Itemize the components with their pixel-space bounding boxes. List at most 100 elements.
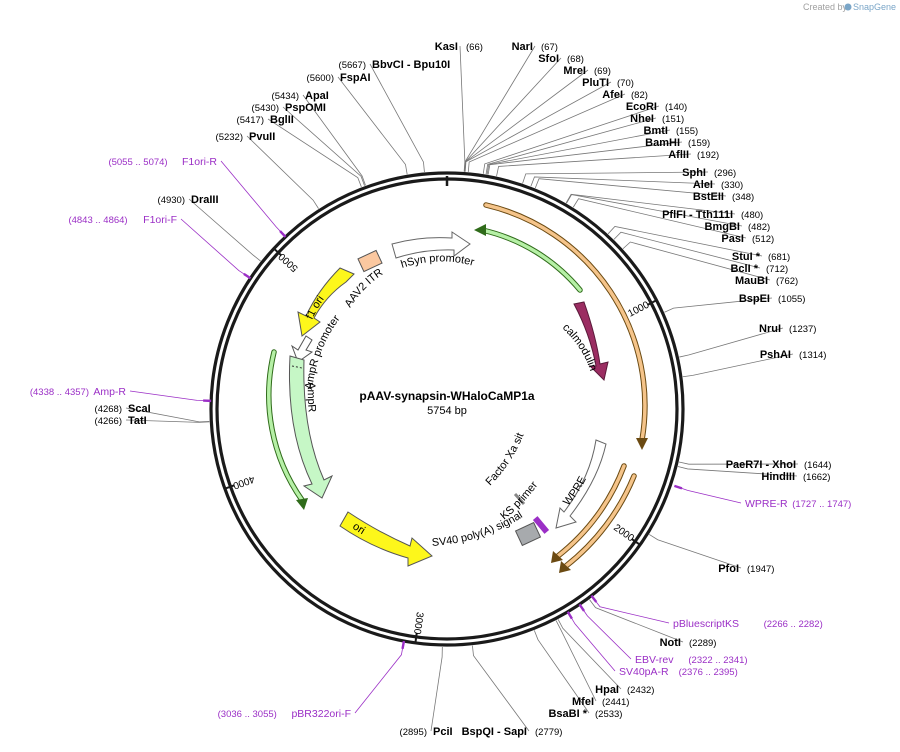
orf-band-lower-1-arrowhead: [551, 551, 563, 563]
site-afei[interactable]: AfeI(82): [602, 89, 648, 101]
site-pflfi-tth111i[interactable]: PflFI - Tth111I(480): [662, 209, 763, 221]
site-sfoi[interactable]: SfoI(68): [538, 53, 584, 65]
site-labels: KasI(66) NarI(67)SfoI(68)MreI(69)PluTI(70…: [30, 41, 852, 738]
site-sphi[interactable]: SphI(296): [682, 167, 736, 179]
site-position: (2779): [535, 727, 562, 738]
site-paer7i-xhoi[interactable]: PaeR7I - XhoI(1644): [726, 459, 832, 471]
primer-sv40pa-r[interactable]: SV40pA-R(2376 .. 2395): [619, 666, 738, 678]
feature-f1-ori-arrow[interactable]: [297, 267, 355, 337]
site-nhei[interactable]: NheI (151): [630, 113, 684, 125]
site-position: (1644): [804, 460, 831, 471]
site-name: PshAI: [760, 349, 791, 361]
feature-hsyn-promoter-label: hSyn promoter: [399, 252, 475, 270]
site-apai[interactable]: ApaI(5434): [272, 90, 329, 102]
feature-hsyn-promoter-arrow[interactable]: [391, 231, 471, 259]
site-hindiii[interactable]: HindIII(1662): [761, 471, 830, 483]
site-hpai[interactable]: HpaI(2432): [595, 684, 654, 696]
site-pshai[interactable]: PshAI(1314): [760, 349, 827, 361]
leader-noti: [589, 599, 684, 643]
feature-calmodulin-arrow[interactable]: [573, 301, 609, 381]
site-position: (2533): [595, 709, 622, 720]
site-fspai[interactable]: FspAI(5600): [307, 72, 371, 84]
site-name: NheI: [630, 113, 654, 125]
site-bamhi[interactable]: BamHI(159): [645, 137, 710, 149]
site-kasi[interactable]: KasI(66): [435, 41, 483, 53]
site-name: BstEII: [693, 191, 724, 203]
site-nari[interactable]: NarI(67): [512, 41, 558, 53]
site-bmti[interactable]: BmtI(155): [644, 125, 699, 137]
site-name: KasI: [435, 41, 458, 53]
leader-apai: [302, 94, 366, 186]
site-mrei[interactable]: MreI(69): [563, 65, 611, 77]
site-position: (712): [766, 264, 788, 275]
site-pcii[interactable]: PciI(2895): [400, 726, 453, 738]
site-bspei[interactable]: BspEI(1055): [739, 293, 806, 305]
feature-ampr-arrow[interactable]: [289, 355, 334, 499]
feature-ks-primer-mark[interactable]: [532, 516, 550, 534]
primer-amp-r[interactable]: Amp-R(4338 .. 4357): [30, 386, 127, 398]
site-maubi[interactable]: MauBI(762): [735, 275, 798, 287]
primer-range: (4338 .. 4357): [30, 387, 89, 398]
site-mfei[interactable]: MfeI(2441): [572, 696, 629, 708]
site-name: NotI: [660, 637, 681, 649]
site-alei[interactable]: AleI(330): [693, 179, 743, 191]
site-bglii[interactable]: BglII(5417): [237, 114, 294, 126]
primer-f1ori-r[interactable]: F1ori-R(5055 .. 5074): [108, 156, 217, 168]
orf-band-main: [484, 203, 647, 442]
site-name: TatI: [128, 415, 147, 427]
site-position: (1947): [747, 564, 774, 575]
site-bmgbi[interactable]: BmgBI(482): [705, 221, 771, 233]
leader-sphi: [522, 171, 709, 184]
site-draiii[interactable]: DraIII(4930): [158, 194, 219, 206]
primer-pbr322ori-f[interactable]: pBR322ori-F(3036 .. 3055): [218, 708, 351, 720]
plasmid-size: 5754 bp: [427, 405, 467, 417]
feature-sv40-polya-block[interactable]: [514, 521, 542, 547]
leader-tati: [125, 419, 210, 423]
primer-range: (4843 .. 4864): [68, 215, 127, 226]
feature-wpre-arrow[interactable]: [555, 439, 607, 529]
site-position: (4266): [95, 416, 122, 427]
site-name: EcoRI: [626, 101, 657, 113]
feature-ampr-promoter-arrow[interactable]: [290, 335, 314, 363]
primer-wpre-r[interactable]: WPRE-R(1727 .. 1747): [745, 498, 851, 510]
primer-range: (1727 .. 1747): [792, 499, 851, 510]
tick-4000: [224, 484, 235, 490]
primer-f1ori-f[interactable]: F1ori-F(4843 .. 4864): [68, 214, 177, 226]
leader-ecori: [482, 105, 660, 174]
leader-bmgbi: [566, 194, 743, 227]
primer-ebv-rev[interactable]: EBV-rev(2322 .. 2341): [635, 654, 748, 666]
site-pluti[interactable]: PluTI(70): [582, 77, 634, 89]
site-position: (151): [662, 114, 684, 125]
site-position: (140): [665, 102, 687, 113]
tick-label-3000: 3000: [411, 611, 425, 635]
site-position: (348): [732, 192, 754, 203]
site-bsteii[interactable]: BstEII (348): [693, 191, 754, 203]
feature-factor-xa-site-mark[interactable]: [513, 492, 526, 506]
feature-aav2-itr-block[interactable]: [357, 249, 383, 273]
site-nrui[interactable]: NruI(1237): [759, 323, 816, 335]
site-aflii[interactable]: AflII(192): [668, 149, 719, 161]
site-pasi[interactable]: PasI(512): [721, 233, 774, 245]
site-noti[interactable]: NotI(2289): [660, 637, 717, 649]
leader-bspei: [664, 297, 773, 313]
site-ecori[interactable]: EcoRI (140): [626, 101, 687, 113]
feature-ori-arrow[interactable]: [339, 511, 433, 567]
site-tati[interactable]: TatI (4266): [95, 415, 147, 427]
site-bbvci-bpu10i[interactable]: BbvCI - Bpu10I(5667): [339, 59, 451, 71]
leader-pshai: [682, 353, 794, 378]
site-pspomi[interactable]: PspOMI(5430): [252, 102, 326, 114]
site-pfoi[interactable]: PfoI(1947): [718, 563, 774, 575]
site-pvuii[interactable]: PvuII(5232): [216, 131, 276, 143]
site-bspqi-sapi[interactable]: BspQI - SapI(2779): [462, 726, 563, 738]
primer-pbluescriptks[interactable]: pBluescriptKS(2266 .. 2282): [673, 618, 823, 630]
site-scai[interactable]: ScaI(4268): [95, 403, 151, 415]
site-name: PluTI: [582, 77, 609, 89]
leader-stui: [607, 226, 763, 257]
site-position: (2895): [400, 727, 427, 738]
site-position: (1662): [803, 472, 830, 483]
site-bsabi[interactable]: BsaBI *(2533): [548, 708, 622, 720]
site-bcli[interactable]: BclI *(712): [730, 263, 788, 275]
site-stui[interactable]: StuI *(681): [732, 251, 790, 263]
leader-paer7i-xhoi: [678, 461, 799, 465]
leader-afei: [467, 93, 626, 172]
